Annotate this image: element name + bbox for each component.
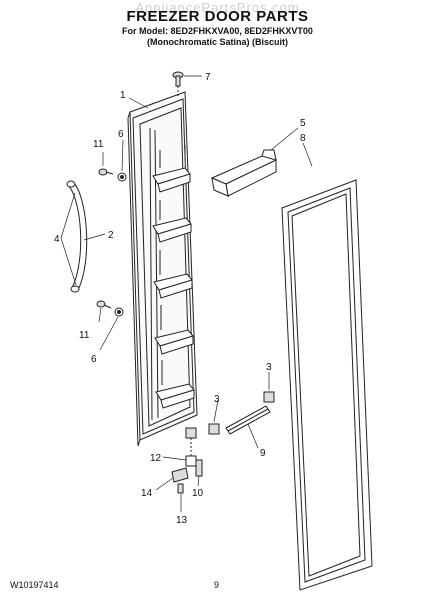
callout-7: 7 bbox=[205, 72, 211, 83]
lower-handle-screws bbox=[96, 300, 124, 317]
watermark: AppliancePartsPros.com bbox=[135, 0, 300, 15]
callout-11b: 11 bbox=[79, 330, 90, 341]
model-line: For Model: 8ED2FHKXVA00, 8ED2FHKXVT00 bbox=[122, 26, 313, 36]
page-title: FREEZER DOOR PARTS bbox=[126, 8, 309, 25]
callout-4: 4 bbox=[54, 234, 60, 245]
callout-6: 6 bbox=[118, 129, 124, 140]
callout-12: 12 bbox=[150, 453, 162, 464]
leader-lines bbox=[60, 75, 313, 512]
callout-9: 9 bbox=[260, 448, 266, 459]
callout-11: 11 bbox=[93, 139, 104, 150]
callout-3a: 3 bbox=[214, 394, 220, 405]
finish-line: (Monochromatic Satina) (Biscuit) bbox=[146, 37, 288, 47]
upper-handle-screws bbox=[98, 168, 127, 182]
callout-13: 13 bbox=[176, 515, 188, 526]
callout-2: 2 bbox=[108, 230, 114, 241]
bottom-hinge-parts bbox=[171, 427, 203, 494]
callout-5: 5 bbox=[300, 118, 306, 129]
door-handle bbox=[66, 180, 88, 293]
callout-1: 1 bbox=[120, 90, 126, 101]
hinge-parts bbox=[208, 391, 275, 435]
callout-10: 10 bbox=[192, 488, 204, 499]
door-shelves bbox=[152, 145, 195, 409]
callout-14: 14 bbox=[141, 488, 153, 499]
door-gasket bbox=[281, 179, 373, 591]
callout-8: 8 bbox=[300, 133, 306, 144]
callout-labels: 7 1 5 8 11 6 4 2 11 6 3 3 12 9 14 10 13 bbox=[54, 72, 306, 526]
callout-6b: 6 bbox=[91, 354, 97, 365]
document-number: W10197414 bbox=[10, 580, 59, 590]
page-number: 9 bbox=[214, 580, 220, 590]
top-screw bbox=[172, 71, 184, 96]
callout-3b: 3 bbox=[266, 362, 272, 373]
door-bin bbox=[210, 149, 278, 197]
